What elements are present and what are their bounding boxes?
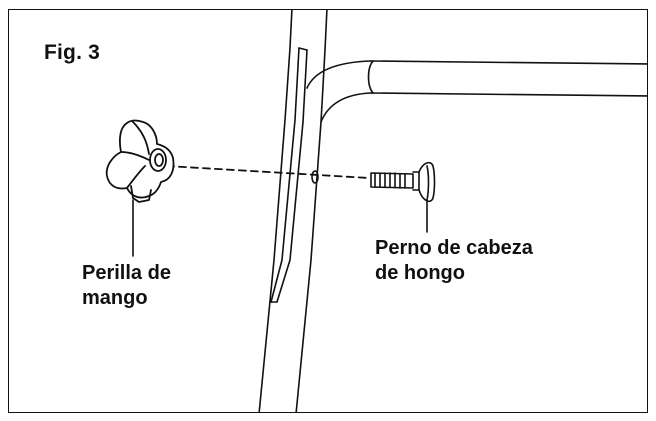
bolt-label-line-2: de hongo (375, 262, 465, 284)
figure-title: Fig. 3 (44, 41, 101, 64)
alignment-dashed-line (166, 165, 370, 179)
figure-frame: Fig. 3 Perilla de mango Perno de cabeza … (8, 9, 648, 413)
star-knob-icon (105, 119, 175, 203)
assembly-illustration (105, 10, 647, 412)
knob-label-line-1: Perilla de (82, 262, 171, 284)
bolt-label: Perno de cabeza de hongo (375, 236, 533, 286)
knob-label: Perilla de mango (82, 261, 171, 311)
handle-tube-bend (306, 60, 647, 123)
bolt-label-line-1: Perno de cabeza (375, 237, 533, 259)
mushroom-head-bolt-icon (370, 161, 436, 203)
tube-bolt-hole (311, 170, 319, 184)
handle-tube-vertical (258, 10, 328, 412)
knob-label-line-2: mango (82, 287, 148, 309)
